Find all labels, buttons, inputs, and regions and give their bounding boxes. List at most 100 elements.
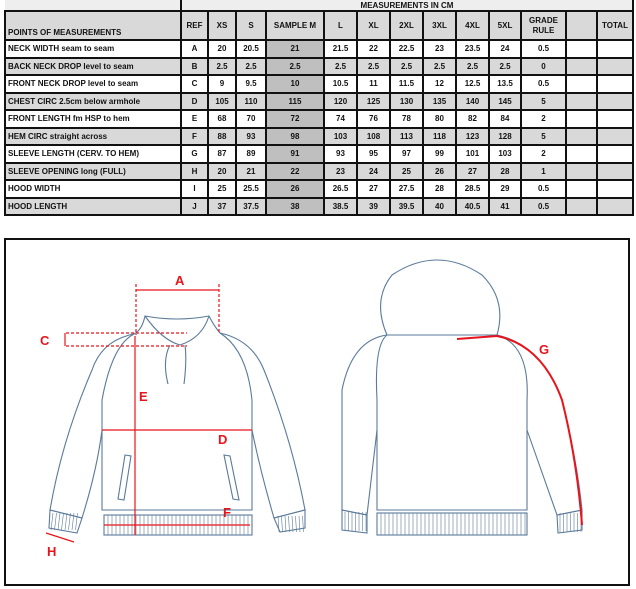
table-cell: 2.5 bbox=[235, 56, 267, 76]
table-cell: A bbox=[180, 39, 209, 59]
table-cell bbox=[596, 56, 634, 76]
measurement-point: FRONT LENGTH fm HSP to hem bbox=[4, 109, 182, 129]
table-cell: 40.5 bbox=[455, 196, 490, 216]
back-right-cuff bbox=[556, 509, 583, 534]
table-cell: 39 bbox=[356, 196, 391, 216]
column-header: POINTS OF MEASUREMENTS bbox=[4, 10, 182, 41]
column-header: L bbox=[323, 10, 358, 41]
hood bbox=[380, 259, 501, 336]
table-cell bbox=[565, 74, 598, 94]
table-cell: 10.5 bbox=[323, 74, 358, 94]
left-sleeve bbox=[49, 333, 135, 519]
table-cell: 103 bbox=[488, 144, 522, 164]
table-cell: I bbox=[180, 179, 209, 199]
table-cell bbox=[565, 126, 598, 146]
column-header: GRADE RULE bbox=[520, 10, 567, 41]
table-cell: 11 bbox=[356, 74, 391, 94]
right-sleeve bbox=[219, 332, 306, 519]
table-cell: 26 bbox=[265, 179, 325, 199]
label-g: G bbox=[539, 342, 549, 357]
table-cell: 26 bbox=[422, 161, 457, 181]
measurement-point: SLEEVE LENGTH (CERV. TO HEM) bbox=[4, 144, 182, 164]
measurement-point: HOOD LENGTH bbox=[4, 196, 182, 216]
table-cell: 27 bbox=[356, 179, 391, 199]
table-cell: 10 bbox=[265, 74, 325, 94]
table-cell: 125 bbox=[356, 91, 391, 111]
table-cell: 101 bbox=[455, 144, 490, 164]
table-cell: 21.5 bbox=[323, 39, 358, 59]
table-cell bbox=[596, 39, 634, 59]
table-cell: 11.5 bbox=[389, 74, 424, 94]
table-cell: 103 bbox=[323, 126, 358, 146]
measurement-table: MEASUREMENTS IN CM POINTS OF MEASUREMENT… bbox=[4, 0, 634, 216]
table-cell: 105 bbox=[207, 91, 237, 111]
table-cell: 89 bbox=[235, 144, 267, 164]
front-body-outline bbox=[101, 315, 253, 511]
table-cell: 26.5 bbox=[323, 179, 358, 199]
table-cell bbox=[596, 126, 634, 146]
label-d: D bbox=[218, 432, 227, 447]
table-cell: 0.5 bbox=[520, 39, 567, 59]
column-header: XS bbox=[207, 10, 237, 41]
table-cell: 37.5 bbox=[235, 196, 267, 216]
table-cell: 93 bbox=[323, 144, 358, 164]
table-cell: 2.5 bbox=[265, 56, 325, 76]
measurement-point: NECK WIDTH seam to seam bbox=[4, 39, 182, 59]
table-cell bbox=[596, 179, 634, 199]
back-body-outline bbox=[375, 334, 528, 511]
table-cell: 21 bbox=[265, 39, 325, 59]
measurement-point: CHEST CIRC 2.5cm below armhole bbox=[4, 91, 182, 111]
table-cell: 28.5 bbox=[455, 179, 490, 199]
back-right-sleeve bbox=[496, 334, 583, 516]
group-header-row: MEASUREMENTS IN CM bbox=[5, 0, 634, 12]
table-cell: 20 bbox=[207, 39, 237, 59]
table-cell bbox=[565, 179, 598, 199]
column-header: 3XL bbox=[422, 10, 457, 41]
table-cell bbox=[565, 91, 598, 111]
drawstrings bbox=[164, 344, 187, 385]
table-cell: 25.5 bbox=[235, 179, 267, 199]
table-cell: 28 bbox=[488, 161, 522, 181]
table-cell: 84 bbox=[488, 109, 522, 129]
back-left-sleeve bbox=[341, 334, 388, 516]
table-cell bbox=[565, 56, 598, 76]
table-cell: 2.5 bbox=[389, 56, 424, 76]
table-cell: 2.5 bbox=[455, 56, 490, 76]
measurement-point: HEM CIRC straight across bbox=[4, 126, 182, 146]
table-cell bbox=[565, 144, 598, 164]
table-cell: 91 bbox=[265, 144, 325, 164]
table-cell bbox=[596, 109, 634, 129]
table-cell: 37 bbox=[207, 196, 237, 216]
table-cell: 25 bbox=[207, 179, 237, 199]
column-header: SAMPLE M bbox=[265, 10, 325, 41]
table-cell: 70 bbox=[235, 109, 267, 129]
table-cell bbox=[565, 161, 598, 181]
table-cell bbox=[565, 39, 598, 59]
back-hoodie bbox=[341, 259, 583, 536]
blank-cell bbox=[5, 0, 181, 12]
front-hoodie bbox=[48, 315, 582, 536]
measurement-point: FRONT NECK DROP level to seam bbox=[4, 74, 182, 94]
table-cell: 23 bbox=[323, 161, 358, 181]
table-cell: 2.5 bbox=[422, 56, 457, 76]
table-cell: 21 bbox=[235, 161, 267, 181]
table-cell bbox=[596, 74, 634, 94]
table-cell: 120 bbox=[323, 91, 358, 111]
table-cell: 12.5 bbox=[455, 74, 490, 94]
label-c: C bbox=[40, 333, 50, 348]
table-cell: 39.5 bbox=[389, 196, 424, 216]
table-cell: 97 bbox=[389, 144, 424, 164]
table-cell: G bbox=[180, 144, 209, 164]
table-cell: 135 bbox=[422, 91, 457, 111]
table-cell: C bbox=[180, 74, 209, 94]
table-cell: 74 bbox=[323, 109, 358, 129]
label-a: A bbox=[175, 273, 185, 288]
table-cell: 22 bbox=[356, 39, 391, 59]
